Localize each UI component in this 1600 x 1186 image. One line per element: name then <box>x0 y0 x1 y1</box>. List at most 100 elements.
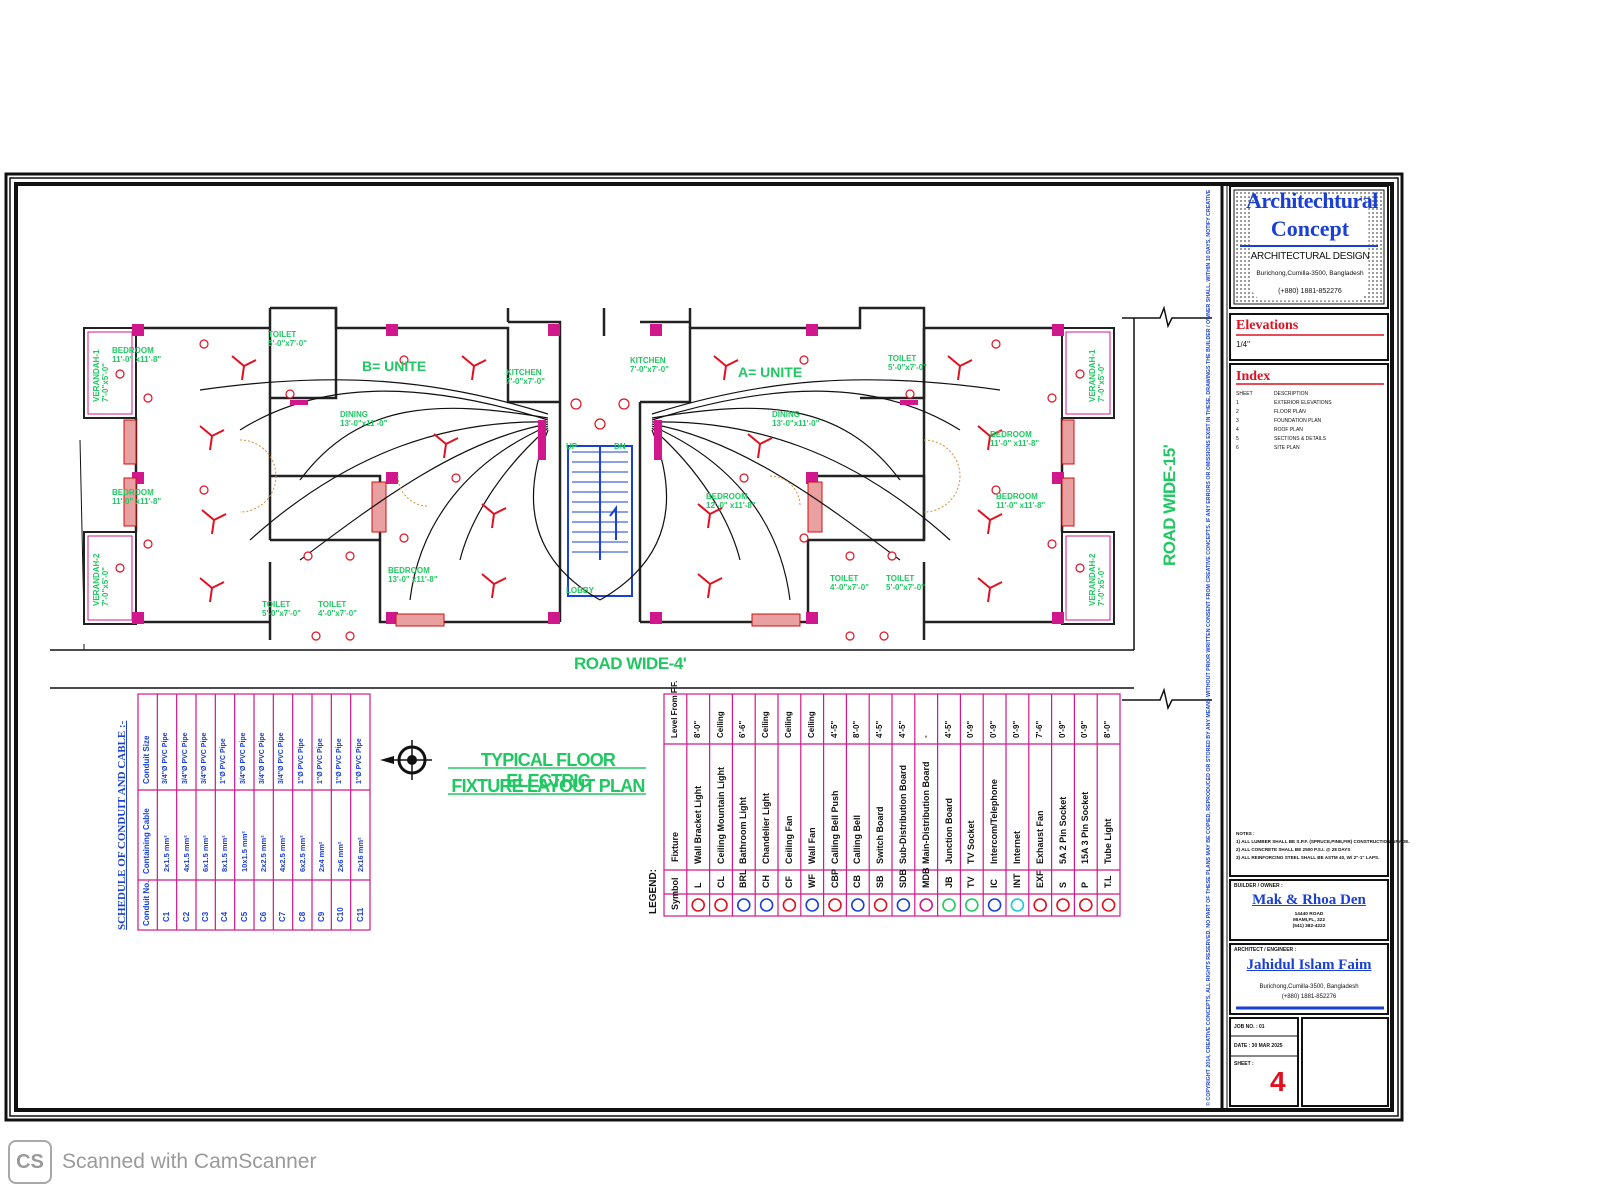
architect-phone: (+880) 1881-852276 <box>1281 994 1337 1000</box>
legend-cell-level: 8'-0" <box>1103 720 1113 738</box>
legend-cell-fixture: Exhaust Fan <box>1034 810 1045 864</box>
switch-boards <box>290 400 918 460</box>
stair <box>567 445 633 597</box>
legend-cell-fixture: Junction Board <box>943 797 954 864</box>
legend-cell-symbol: P <box>1080 881 1091 888</box>
legend-cell-fixture: Ceiling Fan <box>784 815 794 864</box>
room-label: DINING 13'-0"x11'-0" <box>340 410 388 428</box>
legend-header: Level From F.F. <box>670 680 679 738</box>
legend-cell-symbol: EXF <box>1034 870 1045 888</box>
north-arrow <box>380 740 432 780</box>
legend-cell-level: Ceiling <box>761 711 771 738</box>
legend-symbol-icon <box>828 898 842 912</box>
room-label: KITCHEN 7'-0"x7'-0" <box>506 368 545 386</box>
schedule-cell-size: 3/4"Ø PVC Pipe <box>181 732 189 784</box>
legend-cell-level: 0'-9" <box>1012 720 1021 738</box>
legend-cell-level: 7'-6" <box>1034 720 1044 738</box>
ceiling-fans <box>199 355 1003 603</box>
plan-title-line2: FIXTURE LAYOUT PLAN <box>451 776 645 796</box>
legend-cell-level: 8'-0" <box>852 720 862 738</box>
schedule-cell-conduit: C10 <box>336 907 346 922</box>
company-phone: (+880) 1881-852276 <box>1278 288 1342 295</box>
sheet-label: SHEET : <box>1234 1061 1254 1067</box>
copyright-strip: © COPYRIGHT 2014, CREATIVE CONCEPTS, ALL… <box>1206 190 1212 1106</box>
room-label: BEDROOM 11'-0" x11'-8" <box>990 430 1040 448</box>
legend-cell-symbol: L <box>692 882 703 889</box>
stamp-box <box>1301 1017 1389 1107</box>
lobby-label: LOBBY <box>566 586 594 595</box>
stair-up-label: UP <box>566 442 578 451</box>
schedule-cell-size: 1"Ø PVC Pipe <box>336 738 344 784</box>
schedule-cell-cable: 2x1.5 mm² <box>162 835 172 872</box>
legend-header: Symbol <box>670 877 680 910</box>
camscanner-text: Scanned with CamScanner <box>62 1150 317 1173</box>
legend-symbol-icon <box>805 898 820 912</box>
camscanner-footer: CS Scanned with CamScanner <box>8 1140 316 1184</box>
legend-cell-symbol: CF <box>784 876 794 888</box>
company-address: Burichong,Cumilla-3500, Bangladesh <box>1256 270 1364 277</box>
legend-cell-level: 0'-9" <box>966 720 976 738</box>
stair-dn-label: DN <box>614 442 626 451</box>
windows <box>123 419 1075 627</box>
legend-cell-symbol: SDB <box>898 868 908 888</box>
legend-cell-level: Ceiling <box>806 711 816 738</box>
legend-cell-level: 4'-5" <box>875 720 885 738</box>
legend-symbol-icon <box>1101 898 1116 912</box>
schedule-cell-cable: 6x2.5 mm² <box>297 835 307 872</box>
legend-cell-fixture: 5A 2 Pin Socket <box>1057 796 1068 864</box>
legend-cell-level: 0'-9" <box>1057 720 1067 738</box>
schedule-header: Conduit Size <box>142 735 151 784</box>
legend-cell-symbol: S <box>1057 881 1068 888</box>
owner-address: 14440 ROAD MIAMI,FL, 322 (541) 382-4222 <box>1234 912 1384 930</box>
schedule-cell-size: 1"Ø PVC Pipe <box>297 738 305 784</box>
legend-cell-level: Ceiling <box>784 711 793 738</box>
elevations-box <box>1229 313 1389 361</box>
schedule-cell-size: 3/4"Ø PVC Pipe <box>201 732 208 784</box>
legend-cell-fixture: Sub-Distribution Board <box>898 765 908 864</box>
job-number: JOB NO. : 01 <box>1234 1024 1265 1030</box>
unit-a-label: A= UNITE <box>738 364 803 380</box>
schedule-cell-conduit: C6 <box>259 911 268 922</box>
room-label: TOILET 5'-0"x7'-0" <box>268 330 307 348</box>
legend-cell-level: 0'-9" <box>989 720 999 738</box>
schedule-cell-size: 3/4"Ø PVC Pipe <box>162 732 170 784</box>
room-label: TOILET 4'-0"x7'-0" <box>318 600 357 618</box>
legend-symbol-icon <box>850 898 865 912</box>
sheet-number: 4 <box>1270 1066 1286 1097</box>
legend-title: LEGEND: <box>648 869 659 914</box>
legend-cell-fixture: Ceiling Mountain Light <box>715 767 726 864</box>
legend-symbol-icon <box>873 898 888 912</box>
legend-cell-symbol: WF <box>806 874 817 888</box>
legend-cell-symbol: BRL <box>738 869 749 889</box>
room-label: VERANDAH-1 7'-0"x5'-0" <box>92 349 110 402</box>
index-heading: Index <box>1236 369 1271 384</box>
unit-b-label: B= UNITE <box>362 358 427 374</box>
schedule-cell-size: 3/4"Ø PVC Pipe <box>239 732 247 784</box>
schedule-header: Conduit No. <box>142 880 151 926</box>
legend-cell-level: 6'-6" <box>738 720 748 738</box>
owner-addr-line: (541) 382-4222 <box>1292 924 1326 929</box>
date: DATE : 30 MAR 2025 <box>1234 1043 1283 1049</box>
legend-cell-fixture: TV Socket <box>966 820 977 864</box>
legend-cell-symbol: CH <box>761 875 772 888</box>
legend-cell-level: 0'-9" <box>1080 720 1090 738</box>
legend-symbol-icon <box>1079 898 1093 912</box>
owner-name: Mak & Rhoa Den <box>1252 892 1366 908</box>
legend-symbol-icon <box>1010 898 1025 912</box>
legend-cell-symbol: INT <box>1012 873 1022 889</box>
owner-addr-line: 14440 ROAD <box>1294 912 1324 917</box>
legend-cell-level: 4'-5" <box>943 720 953 738</box>
owner-label: BUILDER / OWNER : <box>1234 883 1283 889</box>
inner-frame <box>14 182 1394 1112</box>
legend-cell-symbol: TV <box>966 876 977 888</box>
legend-cell-fixture: Tube Light <box>1103 818 1114 864</box>
architect-name: Jahidul Islam Faim <box>1246 957 1372 973</box>
room-label: BEDROOM 13'-0" x11'-8" <box>388 566 438 584</box>
